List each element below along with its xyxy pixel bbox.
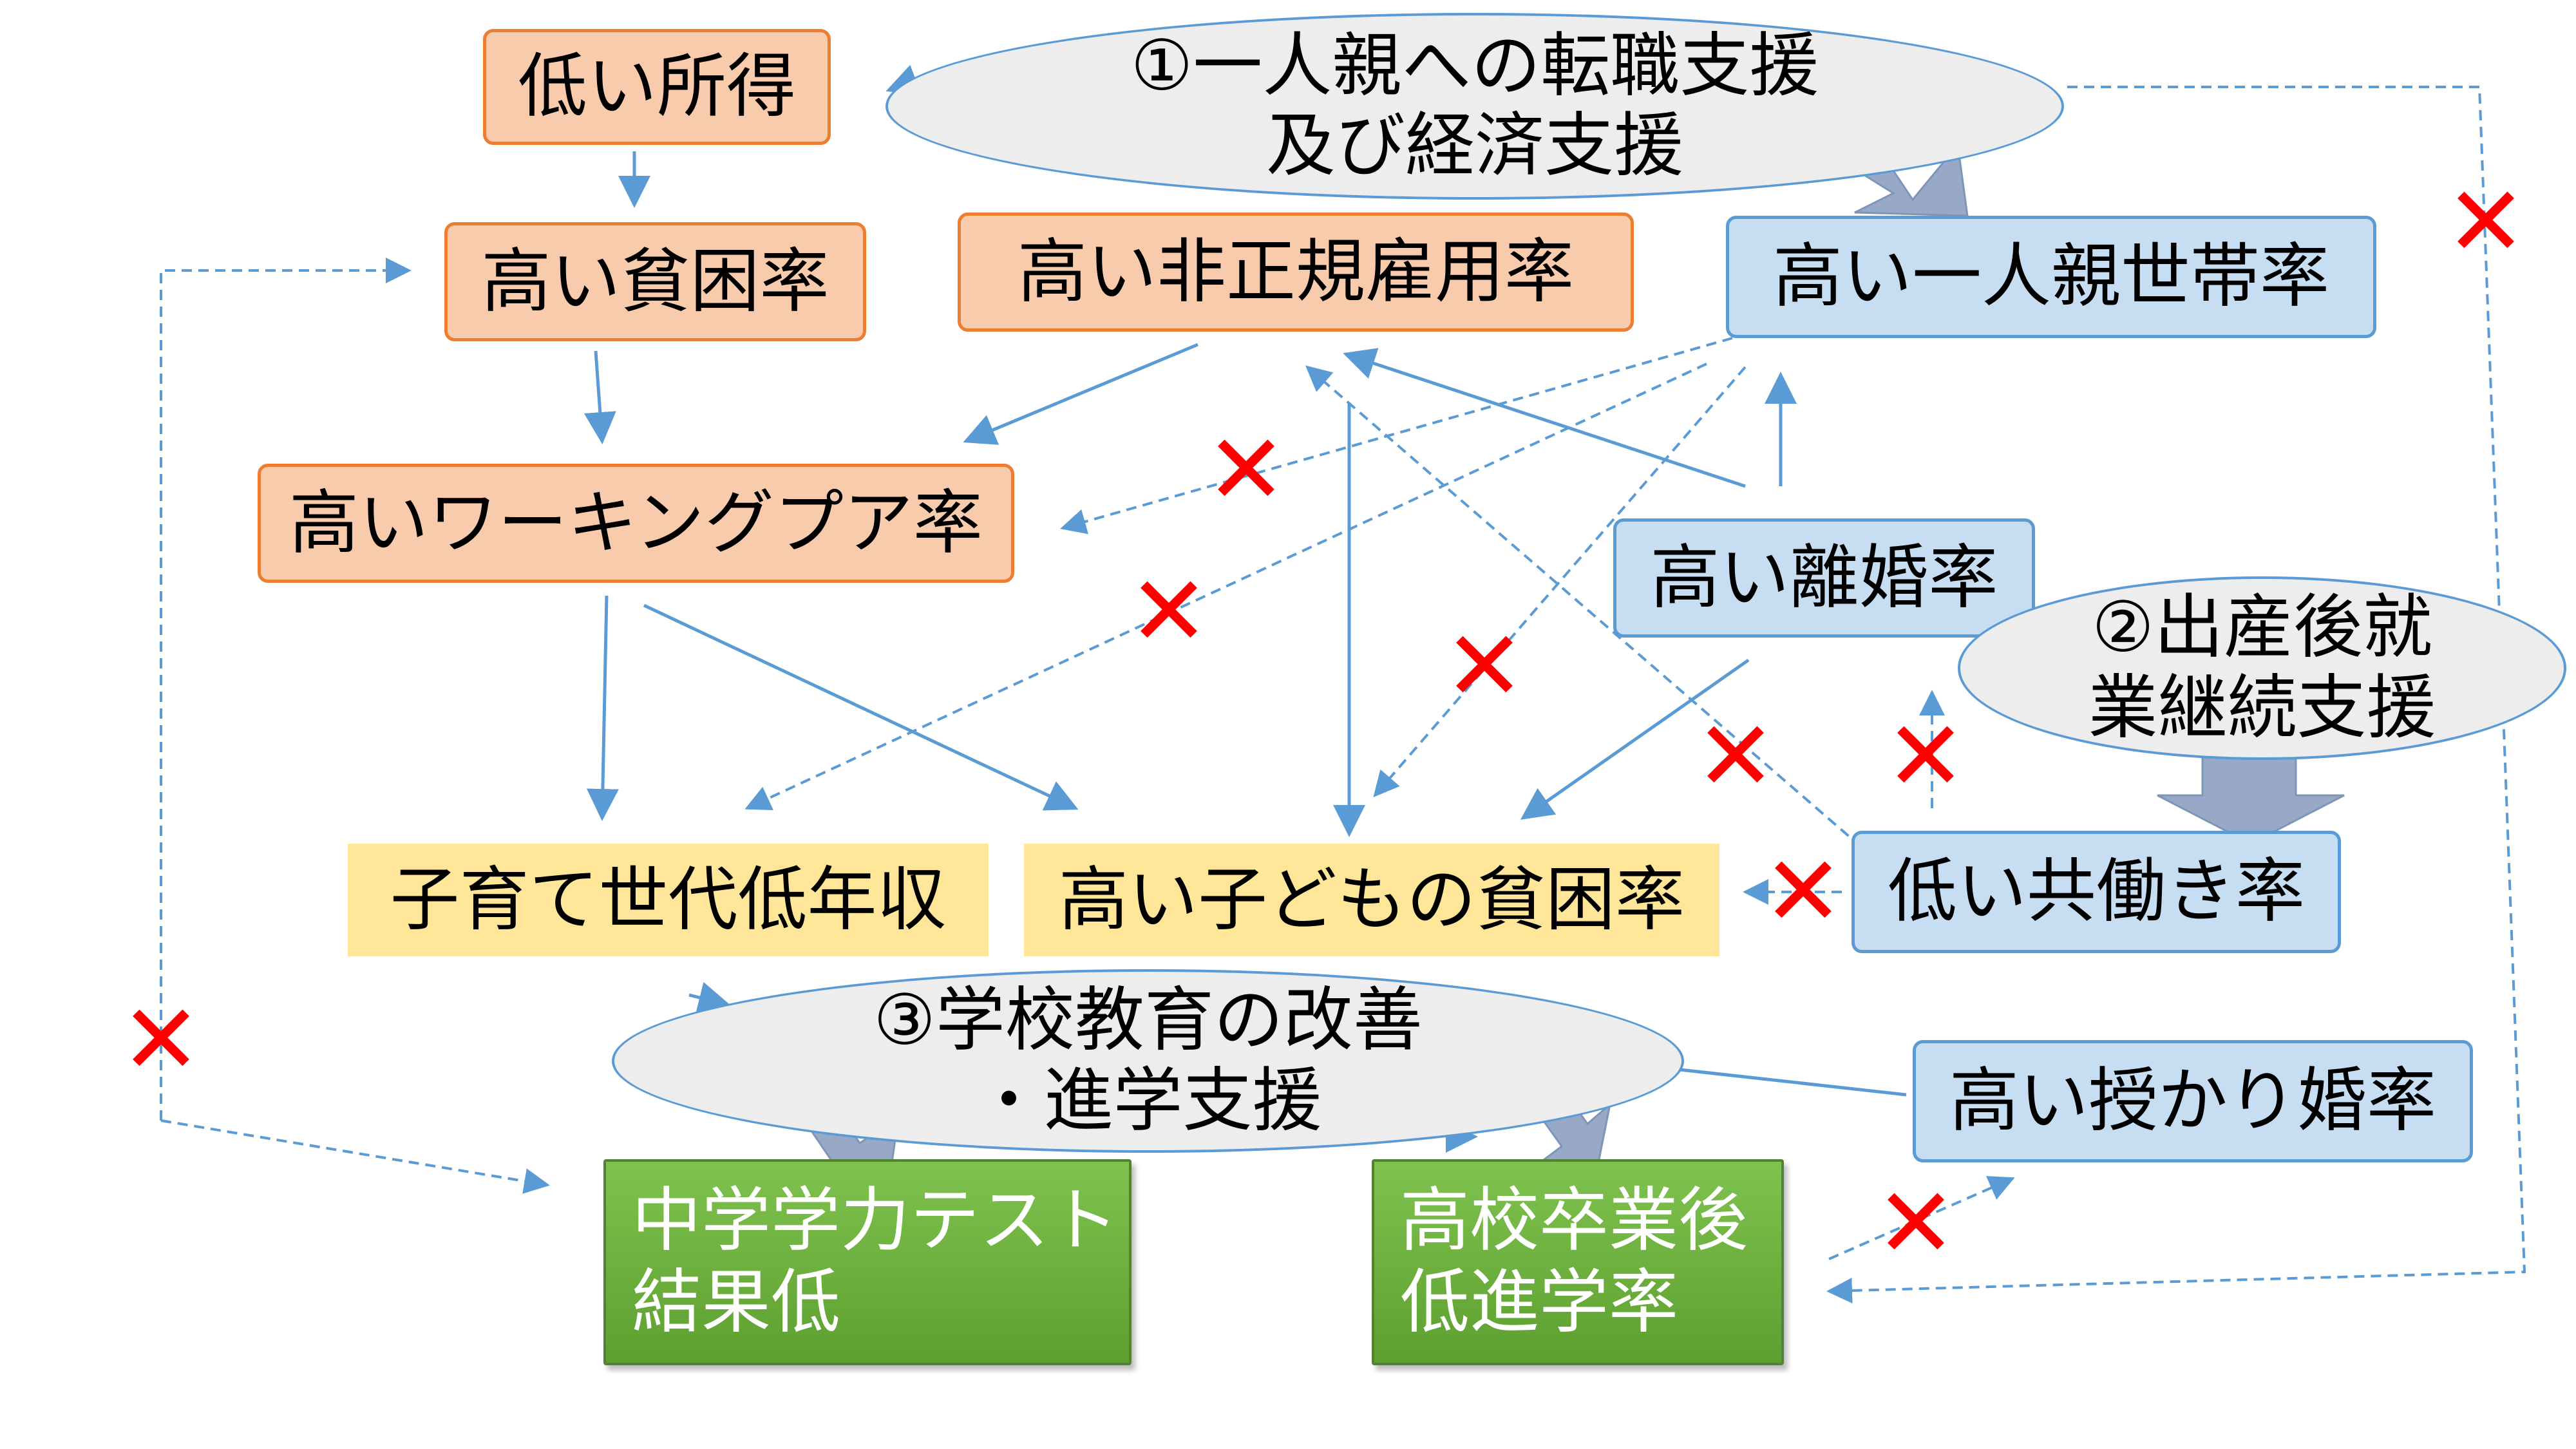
node-high-working-poor: 高いワーキングプア率 <box>258 464 1014 583</box>
node-childrearing-low-income: 子育て世代低年収 <box>348 844 989 956</box>
node-high-poverty: 高い貧困率 <box>444 222 866 341</box>
cross-icon-right-loop: ✕ <box>2445 166 2526 278</box>
support-ellipse-3: ③学校教育の改善 ・進学支援 <box>612 969 1684 1153</box>
cross-icon-dual-income-up: ✕ <box>1885 701 1966 813</box>
line-marriage-to-ellipse3 <box>1674 1067 1907 1097</box>
arrow-working-poor-to-child-poverty <box>643 603 1079 811</box>
node-middle-school-test-low: 中学学力テスト 結果低 <box>603 1159 1132 1365</box>
node-low-college-rate: 高校卒業後 低進学率 <box>1372 1159 1784 1365</box>
cross-icon-college-marriage: ✕ <box>1875 1168 1956 1280</box>
support-ellipse-1: ①一人親への転職支援 及び経済支援 <box>886 13 2064 200</box>
node-low-dual-income: 低い共働き率 <box>1852 831 2341 953</box>
cross-icon-single-parent-working-poor: ✕ <box>1206 414 1287 526</box>
arrow-divorce-to-nonregular <box>1343 348 1746 488</box>
block-arrow-s2-to-dual-income <box>2157 746 2345 845</box>
cross-icon-single-parent-childrearing: ✕ <box>1128 556 1209 668</box>
cross-icon-left-loop: ✕ <box>120 984 202 1096</box>
arrow-nonregular-to-working-poor <box>963 343 1198 445</box>
dashed-arrow-single-parent-to-childrearing <box>744 363 1707 811</box>
dashed-arrow-left-loop-to-test <box>160 1119 550 1194</box>
node-high-child-poverty: 高い子どもの貧困率 <box>1024 844 1719 956</box>
dashed-arrow-single-parent-to-child-poverty <box>1373 366 1747 798</box>
cross-icon-dual-income-nonregular: ✕ <box>1695 701 1776 813</box>
arrow-ellipse3-to-test <box>688 981 731 1014</box>
support-ellipse-2: ②出産後就 業継続支援 <box>1958 576 2566 760</box>
node-high-single-parent: 高い一人親世帯率 <box>1726 216 2376 338</box>
cross-icon-dual-income-child-poverty: ✕ <box>1763 836 1844 948</box>
cross-icon-single-parent-child-poverty: ✕ <box>1444 611 1525 723</box>
arrow-divorce-to-child-poverty <box>1520 658 1750 820</box>
arrow-poverty-to-working-poor <box>583 350 616 444</box>
node-high-nonregular: 高い非正規雇用率 <box>958 213 1634 332</box>
node-low-income: 低い所得 <box>483 29 831 145</box>
node-high-shotgun-marriage: 高い授かり婚率 <box>1913 1040 2473 1162</box>
node-high-divorce: 高い離婚率 <box>1613 518 2035 638</box>
dashed-arrow-dual-income-to-nonregular <box>1305 365 1862 848</box>
arrow-working-poor-to-childrearing <box>586 595 619 821</box>
